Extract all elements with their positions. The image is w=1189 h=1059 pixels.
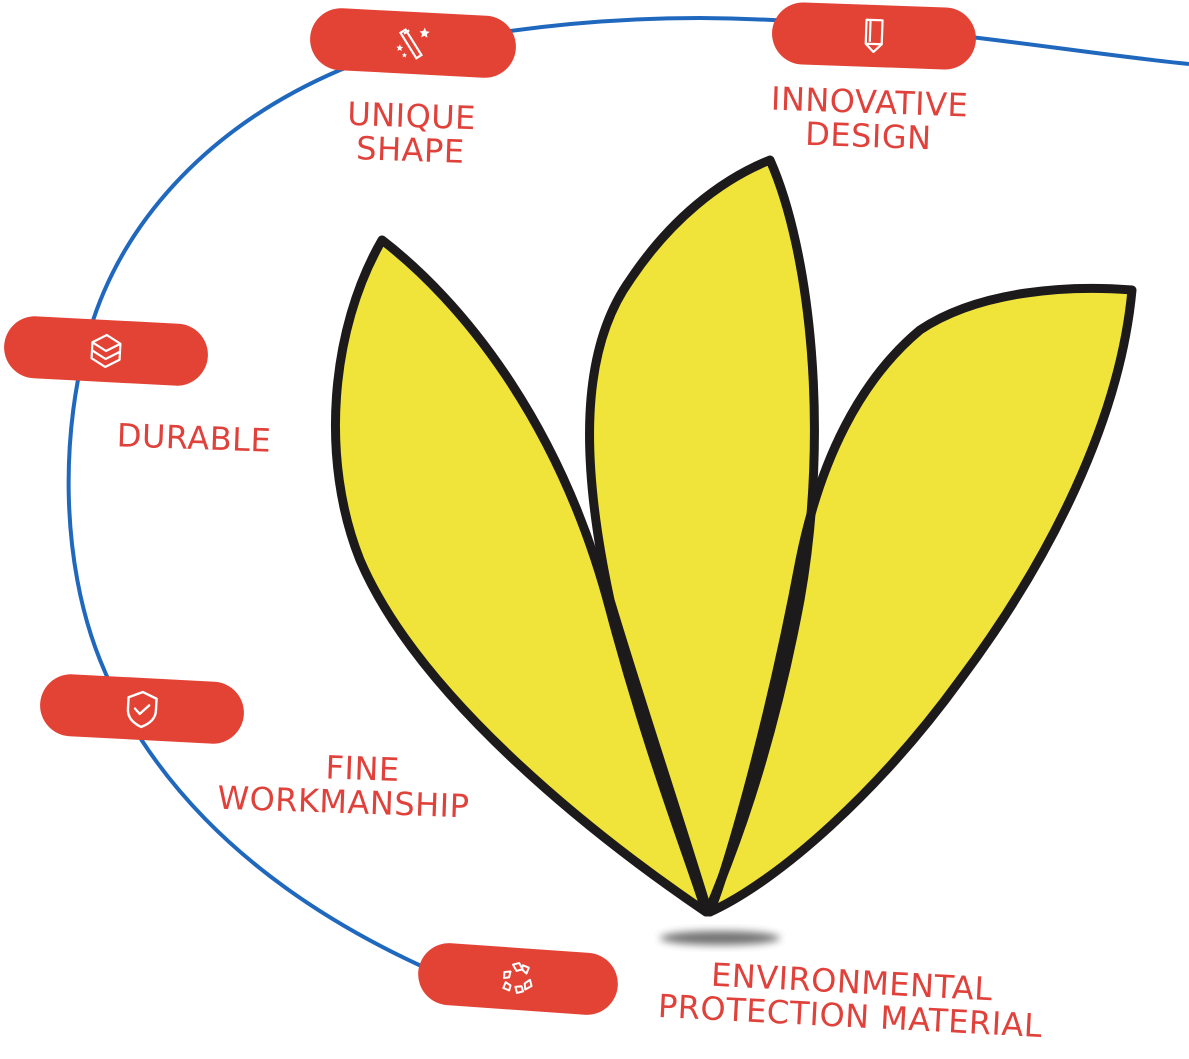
feature-badge-environmental-protection-material (416, 941, 620, 1017)
layers-icon (90, 333, 122, 369)
shield-check-icon (126, 690, 158, 729)
feature-badge-unique-shape (308, 6, 518, 80)
feature-badge-durable (2, 314, 210, 388)
feature-label-line: DURABLE (116, 416, 272, 460)
feature-badge-innovative-design (770, 1, 978, 71)
feature-badge-fine-workmanship (38, 672, 246, 746)
feature-label-innovative-design: INNOVATIVE DESIGN (753, 80, 985, 157)
feature-label-fine-workmanship: FINE WORKMANSHIP (203, 747, 485, 825)
magic-wand-icon (396, 27, 430, 60)
feature-label-unique-shape: UNIQUE SHAPE (335, 95, 487, 171)
feature-label-line: SHAPE (355, 128, 466, 171)
feature-label-durable: DURABLE (111, 416, 276, 460)
kite-color-band (589, 160, 815, 912)
kite-petal-middle-outline (585, 155, 819, 917)
recycle-icon (502, 962, 533, 994)
pencil-icon (864, 18, 884, 54)
